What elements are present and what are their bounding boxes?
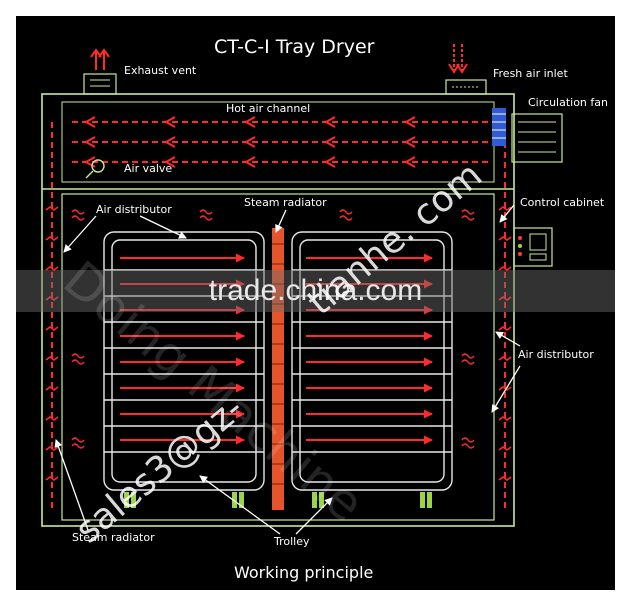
label-air-distributor-right: Air distributor xyxy=(518,348,594,361)
exhaust-vent-box xyxy=(83,73,117,95)
diagram-title: CT-C-I Tray Dryer xyxy=(214,36,375,58)
valve-icon xyxy=(85,159,105,179)
label-steam-radiator-top: Steam radiator xyxy=(244,196,327,209)
label-fresh-air-inlet: Fresh air inlet xyxy=(493,67,568,80)
watermark-band xyxy=(16,270,615,312)
trolley-wheels xyxy=(124,492,432,508)
diagram-caption: Working principle xyxy=(234,563,374,582)
label-trolley: Trolley xyxy=(274,535,310,548)
air-distributor-right xyxy=(498,206,512,481)
dryer-body xyxy=(41,93,515,527)
trolley-left xyxy=(103,231,265,491)
hot-air-flow xyxy=(51,121,506,510)
air-distributor-left xyxy=(45,206,59,481)
steam-radiator-center xyxy=(272,228,284,510)
label-exhaust-vent: Exhaust vent xyxy=(124,64,197,77)
drying-chamber xyxy=(61,193,495,521)
label-air-distributor-left: Air distributor xyxy=(96,203,172,216)
label-circulation-fan: Circulation fan xyxy=(528,96,608,109)
fresh-air-arrows xyxy=(448,44,468,74)
control-panel-icon xyxy=(513,227,553,267)
tray-airflow-arrows xyxy=(120,253,433,445)
label-air-valve: Air valve xyxy=(124,162,173,175)
watermark-band-text: trade.china.com xyxy=(208,274,423,307)
heat-waves xyxy=(71,209,475,449)
fresh-air-inlet-box xyxy=(445,79,487,95)
label-control-cabinet: Control cabinet xyxy=(520,196,605,209)
label-hot-air-channel: Hot air channel xyxy=(226,102,311,115)
exhaust-arrows xyxy=(90,48,110,70)
trolley-right xyxy=(291,231,453,491)
label-steam-radiator-bottom: Steam radiator xyxy=(72,531,155,544)
label-leaders xyxy=(54,204,521,535)
fan-icon xyxy=(492,108,563,163)
